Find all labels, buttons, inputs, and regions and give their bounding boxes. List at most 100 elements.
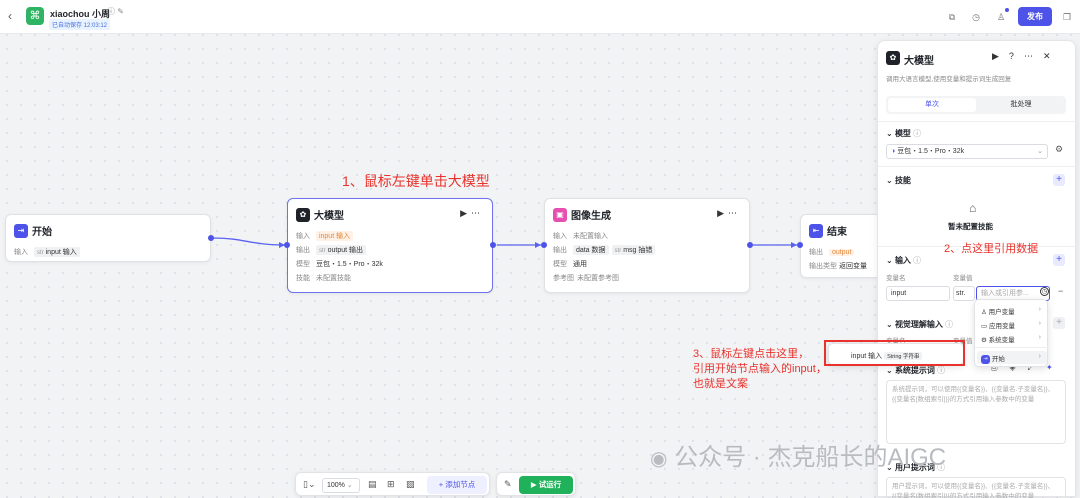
- chevron-down-icon[interactable]: ⌄: [886, 129, 893, 138]
- reference-icon[interactable]: ◷: [1040, 287, 1049, 296]
- model-select[interactable]: ◑ 豆包・1.5・Pro・32k⌄: [886, 144, 1048, 159]
- prompt-library-icon[interactable]: ⎙: [991, 363, 1010, 372]
- panel-description: 调用大语言模型,使用变量和提示词生成回复: [886, 76, 1012, 83]
- tab-single[interactable]: 单次: [888, 98, 976, 112]
- debug-icon[interactable]: ✎: [504, 479, 512, 489]
- chevron-down-icon[interactable]: ⌄: [886, 256, 893, 265]
- llm-output-port[interactable]: [490, 242, 496, 248]
- history-icon[interactable]: ◷: [972, 12, 980, 22]
- more-icon[interactable]: ⋯: [471, 208, 484, 218]
- help-icon[interactable]: ?: [1008, 51, 1024, 61]
- run-icon[interactable]: ▶: [460, 208, 471, 218]
- test-run-button[interactable]: ▶ 试运行: [519, 476, 573, 494]
- node-config-panel: ✿ 大模型 ▶?⋯✕ 调用大语言模型,使用变量和提示词生成回复 单次 批处理 ⌄…: [877, 40, 1077, 498]
- close-icon[interactable]: ✕: [1042, 51, 1061, 61]
- info-icon: ⓘ: [937, 463, 946, 472]
- save-status: 已自动保存 12:03:12: [49, 19, 111, 30]
- back-icon[interactable]: ‹: [8, 9, 12, 23]
- publish-button[interactable]: 发布: [1018, 7, 1052, 26]
- chevron-down-icon[interactable]: ⌄: [886, 463, 893, 472]
- image-output-port[interactable]: [747, 242, 753, 248]
- more-icon[interactable]: ⋯: [728, 208, 741, 218]
- play-icon: ▶: [530, 480, 537, 489]
- more-icon[interactable]: ⋯: [1023, 51, 1043, 61]
- skill-empty-icon: ⌂: [969, 201, 977, 215]
- reference-menu: ♙ 用户变量› ▭ 应用变量› ⚙ 系统变量› ⇥ 开始›: [974, 299, 1049, 367]
- menu-item-user-vars[interactable]: ♙ 用户变量: [981, 309, 1015, 316]
- chevron-down-icon: ⌄: [346, 482, 353, 489]
- info-icon: ⓘ: [913, 129, 922, 138]
- menu-item-app-vars[interactable]: ▭ 应用变量: [981, 323, 1015, 330]
- add-vision-input-button[interactable]: +: [1053, 317, 1065, 329]
- user-prompt-input[interactable]: 用户提示词，可以使用{{变量名}}、{{变量名.子变量名}}、{{变量名[数组索…: [886, 477, 1066, 498]
- run-icon[interactable]: ▶: [717, 208, 728, 218]
- llm-input-port[interactable]: [284, 242, 290, 248]
- system-prompt-input[interactable]: 系统提示词，可以使用{{变量名}}、{{变量名.子变量名}}、{{变量名[数组索…: [886, 380, 1066, 444]
- chevron-right-icon: ›: [1038, 334, 1041, 341]
- llm-skill-value: 未配置技能: [315, 275, 351, 282]
- tab-batch[interactable]: 批处理: [1010, 101, 1032, 108]
- optimize-icon[interactable]: ◈: [1009, 363, 1028, 372]
- gear-icon: ⚙: [981, 337, 987, 344]
- comment-icon[interactable]: ▤: [368, 479, 377, 489]
- chevron-down-icon[interactable]: ⌄: [886, 366, 893, 375]
- llm-icon: ✿: [886, 51, 900, 65]
- system-prompt-title: 系统提示词: [894, 366, 935, 375]
- llm-model-value: 豆包・1.5・Pro・32k: [315, 261, 383, 268]
- folder-icon: ▭: [981, 323, 988, 330]
- input-var-name-field[interactable]: input: [886, 286, 950, 301]
- start-icon: ⇥: [981, 354, 990, 364]
- add-input-button[interactable]: +: [1053, 254, 1065, 266]
- mouse-mode-icon[interactable]: ▯⌄: [303, 479, 316, 489]
- notification-dot: [1005, 8, 1009, 12]
- image-model-value: 通用: [572, 261, 587, 268]
- menu-item-start[interactable]: ⇥ 开始: [981, 353, 1005, 364]
- collaborator-icon[interactable]: ♙: [996, 12, 1006, 22]
- start-node-title: 开始: [32, 227, 52, 238]
- run-icon[interactable]: ▶: [992, 51, 1009, 61]
- chevron-right-icon: ›: [1038, 353, 1041, 360]
- menu-item-start-highlight: [977, 351, 1047, 364]
- image-input-port[interactable]: [541, 242, 547, 248]
- plus-icon: +: [438, 480, 444, 489]
- llm-icon: ✿: [296, 207, 310, 222]
- zoom-select[interactable]: 100% ⌄: [322, 478, 360, 493]
- edit-icon[interactable]: ✎: [117, 7, 124, 16]
- remove-input-icon[interactable]: −: [1058, 286, 1064, 296]
- info-icon[interactable]: ⓘ: [107, 7, 115, 16]
- chevron-down-icon[interactable]: ⌄: [886, 176, 893, 185]
- model-settings-icon[interactable]: ⚙: [1055, 144, 1064, 154]
- skills-empty-text: 暂未配置技能: [948, 222, 993, 231]
- expand-icon[interactable]: ⤢: [1027, 363, 1046, 372]
- start-icon: ⇥: [14, 223, 28, 238]
- end-input-port[interactable]: [797, 242, 803, 248]
- duplicate-icon[interactable]: ❐: [1062, 12, 1072, 22]
- menu-item-system-vars[interactable]: ⚙ 系统变量: [981, 337, 1015, 344]
- copy-icon[interactable]: ⧉: [948, 12, 956, 22]
- start-output-port[interactable]: [208, 235, 214, 241]
- layout-icon[interactable]: ⊞: [387, 479, 395, 489]
- annotation-step2: 2、点这里引用数据: [944, 243, 1039, 255]
- ai-sparkle-icon[interactable]: ✦: [1045, 363, 1065, 372]
- llm-input-tag: input 输入: [315, 231, 354, 241]
- skills-section-title: 技能: [894, 176, 911, 185]
- minimap-icon[interactable]: ▧: [406, 479, 415, 489]
- input-var-type-select[interactable]: str.: [953, 286, 975, 301]
- add-node-button[interactable]: + 添加节点: [427, 476, 487, 494]
- mode-tabs: 单次 批处理: [886, 96, 1066, 114]
- add-skill-button[interactable]: +: [1053, 174, 1065, 186]
- start-input-label: 输入: [14, 249, 28, 256]
- input-section-title: 输入: [894, 256, 911, 265]
- annotation-highlight-box: [824, 340, 965, 366]
- end-node-title: 结束: [827, 227, 847, 238]
- watermark: ◉ 公众号 · 杰克船长的AIGC: [650, 444, 947, 471]
- app-name: xiaochou 小周: [50, 9, 111, 19]
- image-output-data-tag: data 数据: [572, 245, 609, 255]
- submenu-item-input[interactable]: input 输入 String 字符串: [851, 351, 925, 361]
- chevron-down-icon[interactable]: ⌄: [886, 320, 893, 329]
